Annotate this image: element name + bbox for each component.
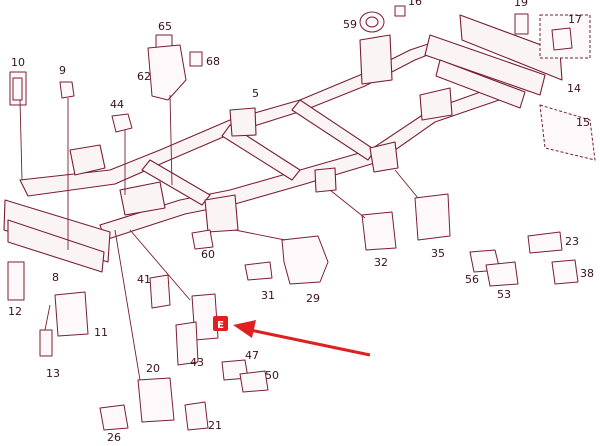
label-62: 62 xyxy=(137,70,151,83)
label-5: 5 xyxy=(252,87,259,100)
part-17 xyxy=(539,14,591,59)
label-43: 43 xyxy=(190,356,204,369)
label-13: 13 xyxy=(46,367,60,380)
label-53: 53 xyxy=(497,288,511,301)
label-15: 15 xyxy=(576,116,590,129)
label-20: 20 xyxy=(146,362,160,375)
part-38 xyxy=(551,259,579,285)
label-11: 11 xyxy=(94,326,108,339)
highlight-arrow-head xyxy=(233,320,256,338)
label-44: 44 xyxy=(110,98,124,111)
label-12: 12 xyxy=(8,305,22,318)
part-29 xyxy=(281,235,329,285)
part-labels: 5 8 9 10 11 12 13 14 15 16 17 19 20 21 2… xyxy=(8,0,594,444)
part-11 xyxy=(54,291,89,337)
label-47: 47 xyxy=(245,349,259,362)
part-23 xyxy=(527,231,563,254)
label-14: 14 xyxy=(567,82,581,95)
label-29: 29 xyxy=(306,292,320,305)
leader-lines xyxy=(19,94,419,381)
part-10 xyxy=(9,71,27,106)
part-50 xyxy=(239,370,269,393)
label-68: 68 xyxy=(206,55,220,68)
highlight-arrow-shaft xyxy=(249,328,371,357)
label-65: 65 xyxy=(158,20,172,33)
part-16 xyxy=(394,5,406,17)
label-38: 38 xyxy=(580,267,594,280)
label-21: 21 xyxy=(208,419,222,432)
part-13 xyxy=(39,329,53,357)
label-60: 60 xyxy=(201,248,215,261)
label-9: 9 xyxy=(59,64,66,77)
highlight-callout: E xyxy=(213,316,371,357)
part-60 xyxy=(191,229,214,250)
label-8: 8 xyxy=(52,271,59,284)
part-53 xyxy=(485,261,519,287)
part-19 xyxy=(514,13,529,35)
part-15 xyxy=(539,104,596,161)
highlight-tag[interactable] xyxy=(213,316,228,331)
part-59 xyxy=(359,11,385,33)
label-41: 41 xyxy=(137,273,151,286)
part-31 xyxy=(244,261,273,281)
part-68 xyxy=(189,51,203,67)
part-21 xyxy=(184,401,209,431)
label-16: 16 xyxy=(408,0,422,8)
part-35 xyxy=(414,193,451,241)
label-19: 19 xyxy=(514,0,528,9)
part-32 xyxy=(361,211,397,251)
label-32: 32 xyxy=(374,256,388,269)
chassis-frame xyxy=(3,14,563,273)
label-35: 35 xyxy=(431,247,445,260)
part-62 xyxy=(147,44,187,101)
highlight-tag-text: E xyxy=(217,320,224,331)
label-23: 23 xyxy=(565,235,579,248)
part-41 xyxy=(149,274,171,309)
label-56: 56 xyxy=(465,273,479,286)
label-17: 17 xyxy=(568,13,582,26)
part-26 xyxy=(99,404,129,431)
label-10: 10 xyxy=(11,56,25,69)
part-44 xyxy=(111,113,133,133)
label-50: 50 xyxy=(265,369,279,382)
part-43 xyxy=(175,321,199,366)
label-31: 31 xyxy=(261,289,275,302)
part-12 xyxy=(7,261,25,301)
label-26: 26 xyxy=(107,431,121,444)
part-20 xyxy=(137,377,175,423)
label-59: 59 xyxy=(343,18,357,31)
part-9 xyxy=(59,81,75,99)
